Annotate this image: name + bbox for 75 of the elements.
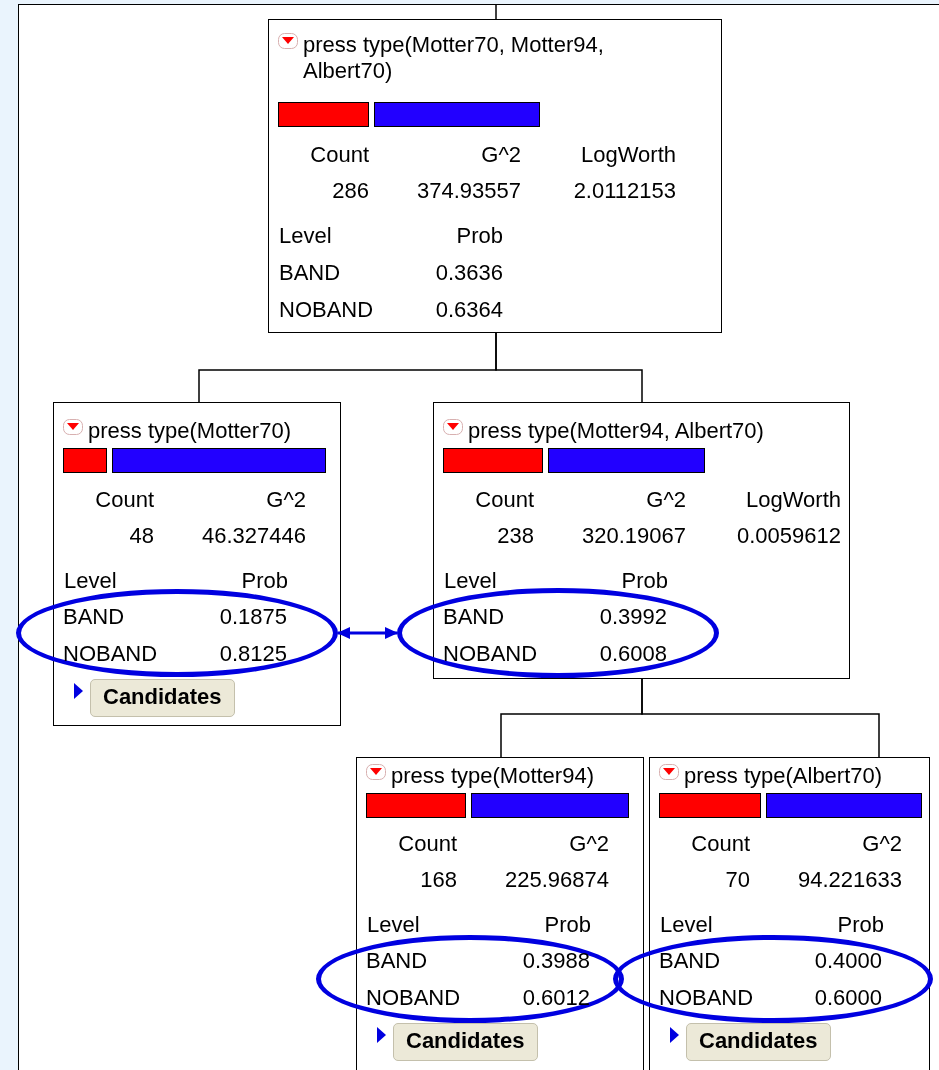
tree-connector <box>495 332 643 403</box>
stat-value: 168 <box>420 867 457 893</box>
highlight-ellipse <box>316 935 624 1023</box>
column-header: Prob <box>837 912 884 938</box>
level-label: BAND <box>366 948 428 974</box>
stat-value: 286 <box>332 178 369 204</box>
column-header: Prob <box>456 223 503 249</box>
prob-value: 0.1875 <box>219 604 287 630</box>
prob-value: 0.3988 <box>522 948 590 974</box>
candidates-button: Candidates <box>90 679 235 717</box>
column-header: Level <box>660 912 713 938</box>
stat-value: 238 <box>497 523 534 549</box>
column-header: Level <box>367 912 420 938</box>
stat-value: 320.19067 <box>582 523 686 549</box>
column-header: Count <box>691 831 750 857</box>
candidates-button: Candidates <box>393 1023 538 1061</box>
stat-value: 48 <box>129 523 154 549</box>
stat-value: 70 <box>725 867 750 893</box>
stat-value: 225.96874 <box>505 867 609 893</box>
level-label: NOBAND <box>63 641 158 667</box>
tree-connector <box>495 4 497 20</box>
prob-value: 0.3992 <box>599 604 667 630</box>
highlight-ellipse <box>16 589 338 677</box>
tree-connector <box>641 678 880 758</box>
column-header: Count <box>310 142 369 168</box>
prob-value: 0.6000 <box>814 985 882 1011</box>
level-label: NOBAND <box>443 641 538 667</box>
level-label: NOBAND <box>279 297 374 323</box>
column-header: G^2 <box>569 831 609 857</box>
prob-value: 0.6008 <box>599 641 667 667</box>
prob-value: 0.3636 <box>435 260 503 286</box>
highlight-ellipse <box>613 935 933 1023</box>
level-label: BAND <box>63 604 125 630</box>
level-label: BAND <box>659 948 721 974</box>
level-label: NOBAND <box>659 985 754 1011</box>
column-header: LogWorth <box>746 487 841 513</box>
column-header: Count <box>95 487 154 513</box>
stat-value: 374.93557 <box>417 178 521 204</box>
stat-value: 0.0059612 <box>737 523 841 549</box>
column-header: LogWorth <box>581 142 676 168</box>
stat-value: 94.221633 <box>798 867 902 893</box>
column-header: Prob <box>241 568 288 594</box>
node-title: press type(Motter70, Motter94, Albert70) <box>303 32 605 84</box>
tree-node-box <box>356 757 644 1070</box>
prob-value: 0.4000 <box>814 948 882 974</box>
highlight-ellipse <box>397 588 719 678</box>
level-label: NOBAND <box>366 985 461 1011</box>
prob-value: 0.8125 <box>219 641 287 667</box>
column-header: Count <box>475 487 534 513</box>
candidates-button: Candidates <box>686 1023 831 1061</box>
stat-value: 2.0112153 <box>573 178 676 204</box>
level-label: BAND <box>279 260 341 286</box>
node-title: press type(Motter94) <box>391 763 595 789</box>
column-header: Count <box>398 831 457 857</box>
column-header: Level <box>444 568 497 594</box>
column-header: Prob <box>544 912 591 938</box>
node-title: press type(Albert70) <box>684 763 884 789</box>
column-header: G^2 <box>862 831 902 857</box>
column-header: Prob <box>621 568 668 594</box>
column-header: G^2 <box>266 487 306 513</box>
column-header: G^2 <box>646 487 686 513</box>
tree-node-box <box>433 402 850 679</box>
tree-node-box <box>53 402 341 726</box>
prob-value: 0.6364 <box>435 297 503 323</box>
column-header: Level <box>64 568 117 594</box>
tree-node-box <box>649 757 930 1070</box>
prob-value: 0.6012 <box>522 985 590 1011</box>
node-title: press type(Motter70) <box>88 418 292 444</box>
column-header: Level <box>279 223 332 249</box>
tree-node-box <box>268 19 722 333</box>
column-header: G^2 <box>481 142 521 168</box>
level-label: BAND <box>443 604 505 630</box>
double-arrow <box>337 627 398 639</box>
stat-value: 46.327446 <box>202 523 306 549</box>
node-title: press type(Motter94, Albert70) <box>468 418 765 444</box>
